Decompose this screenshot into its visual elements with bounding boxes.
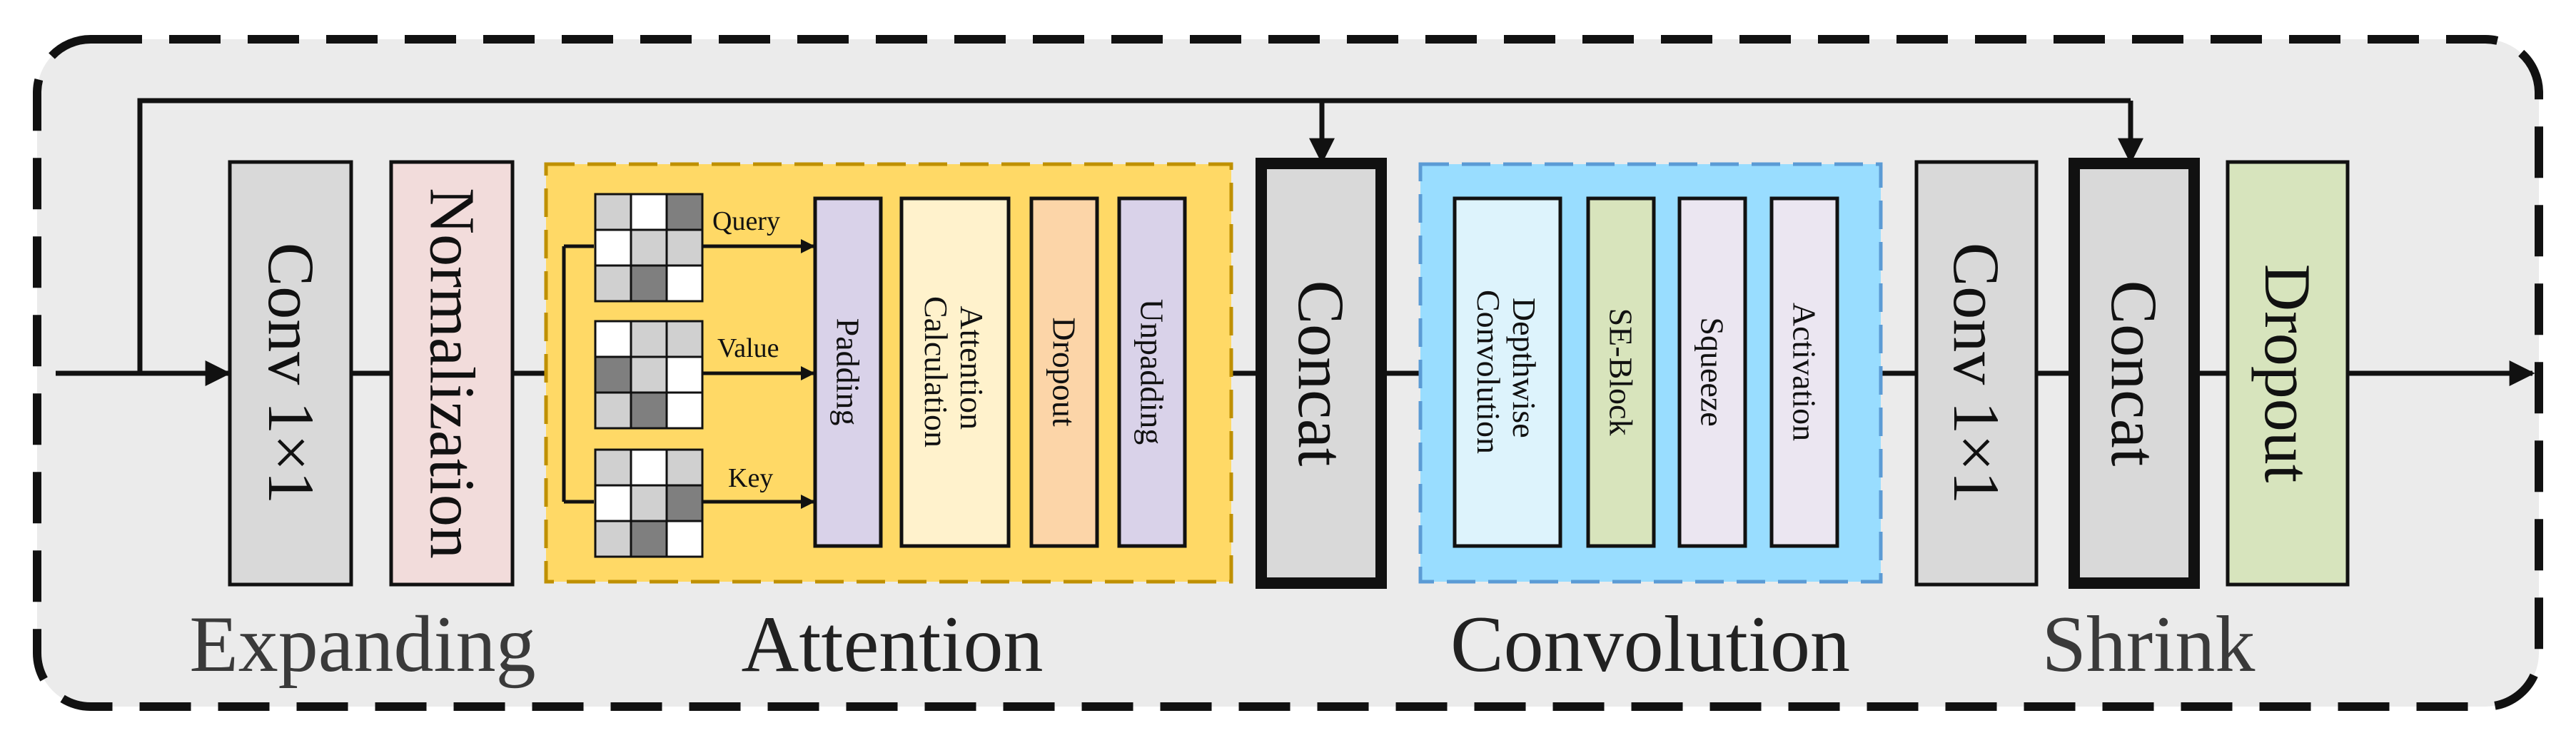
depthwise-line2: Convolution	[1470, 290, 1507, 454]
key-matrix-cell	[594, 448, 632, 487]
attention-calculation-line1: Attention	[954, 305, 990, 430]
query-matrix	[594, 193, 704, 303]
key-matrix-cell	[665, 520, 704, 558]
value-matrix-cell	[594, 320, 632, 358]
attention-calculation-line2: Calculation	[918, 296, 954, 448]
key-matrix-cell	[594, 520, 632, 558]
query-matrix-cell	[594, 228, 632, 267]
query-matrix-cell	[594, 264, 632, 303]
normalization-label: Normalization	[417, 188, 488, 559]
value-matrix-cell	[594, 391, 632, 430]
concat-label-2: Concat	[2098, 280, 2171, 467]
dropout-final-label: Dropout	[2251, 264, 2324, 483]
value-matrix-cell	[630, 320, 668, 358]
query-matrix-cell	[665, 228, 704, 267]
value-matrix-cell	[665, 391, 704, 430]
attention-calculation-block: Attention Calculation	[899, 196, 1011, 548]
concat-block-2: Concat	[2069, 158, 2200, 589]
concat-label-1: Concat	[1285, 280, 1358, 467]
value-matrix-cell	[630, 355, 668, 394]
value-matrix-cell	[665, 355, 704, 394]
depthwise-line1: Depthwise	[1506, 298, 1542, 438]
query-matrix-cell	[665, 264, 704, 303]
key-matrix-cell	[630, 484, 668, 522]
conv1x1-block-1: Conv 1×1	[228, 160, 353, 587]
normalization-block: Normalization	[389, 160, 515, 587]
se-block-label: SE-Block	[1603, 308, 1640, 436]
key-matrix-cell	[665, 448, 704, 487]
section-label-expanding: Expanding	[189, 600, 535, 689]
squeeze-block: Squeeze	[1677, 196, 1747, 548]
concat-block-1: Concat	[1256, 158, 1387, 589]
unpadding-block: Unpadding	[1117, 196, 1187, 548]
key-matrix-cell	[594, 484, 632, 522]
section-label-convolution: Convolution	[1450, 600, 1850, 689]
key-matrix-cell	[630, 520, 668, 558]
padding-block: Padding	[813, 196, 883, 548]
se-block: SE-Block	[1586, 196, 1656, 548]
conv1x1-label-2: Conv 1×1	[1940, 243, 2013, 504]
query-matrix-cell	[630, 193, 668, 231]
key-matrix-cell	[665, 484, 704, 522]
depthwise-convolution-block: Depthwise Convolution	[1453, 196, 1562, 548]
query-matrix-cell	[665, 193, 704, 231]
depthwise-convolution-label: Depthwise Convolution	[1470, 290, 1542, 454]
padding-label: Padding	[830, 318, 867, 426]
section-label-attention: Attention	[741, 600, 1043, 689]
activation-label: Activation	[1787, 303, 1823, 441]
key-matrix	[594, 448, 704, 558]
value-matrix-cell	[630, 391, 668, 430]
unpadding-label: Unpadding	[1134, 299, 1171, 445]
value-matrix-cell	[665, 320, 704, 358]
dropout-inner-block: Dropout	[1029, 196, 1099, 548]
conv1x1-label-1: Conv 1×1	[255, 243, 328, 504]
activation-block: Activation	[1769, 196, 1839, 548]
query-matrix-cell	[594, 193, 632, 231]
dropout-inner-label: Dropout	[1046, 317, 1083, 427]
query-label: Query	[712, 206, 780, 236]
conv1x1-block-2: Conv 1×1	[1914, 160, 2039, 587]
attention-calculation-label: Attention Calculation	[918, 296, 990, 448]
squeeze-label: Squeeze	[1694, 317, 1731, 426]
query-matrix-cell	[630, 264, 668, 303]
skip-connection-line	[137, 98, 2131, 373]
section-label-shrink: Shrink	[2042, 600, 2256, 689]
value-label: Value	[717, 333, 779, 363]
dropout-final-block: Dropout	[2226, 160, 2350, 587]
value-matrix-cell	[594, 355, 632, 394]
key-label: Key	[728, 463, 773, 493]
value-matrix	[594, 320, 704, 430]
key-matrix-cell	[630, 448, 668, 487]
query-matrix-cell	[630, 228, 668, 267]
